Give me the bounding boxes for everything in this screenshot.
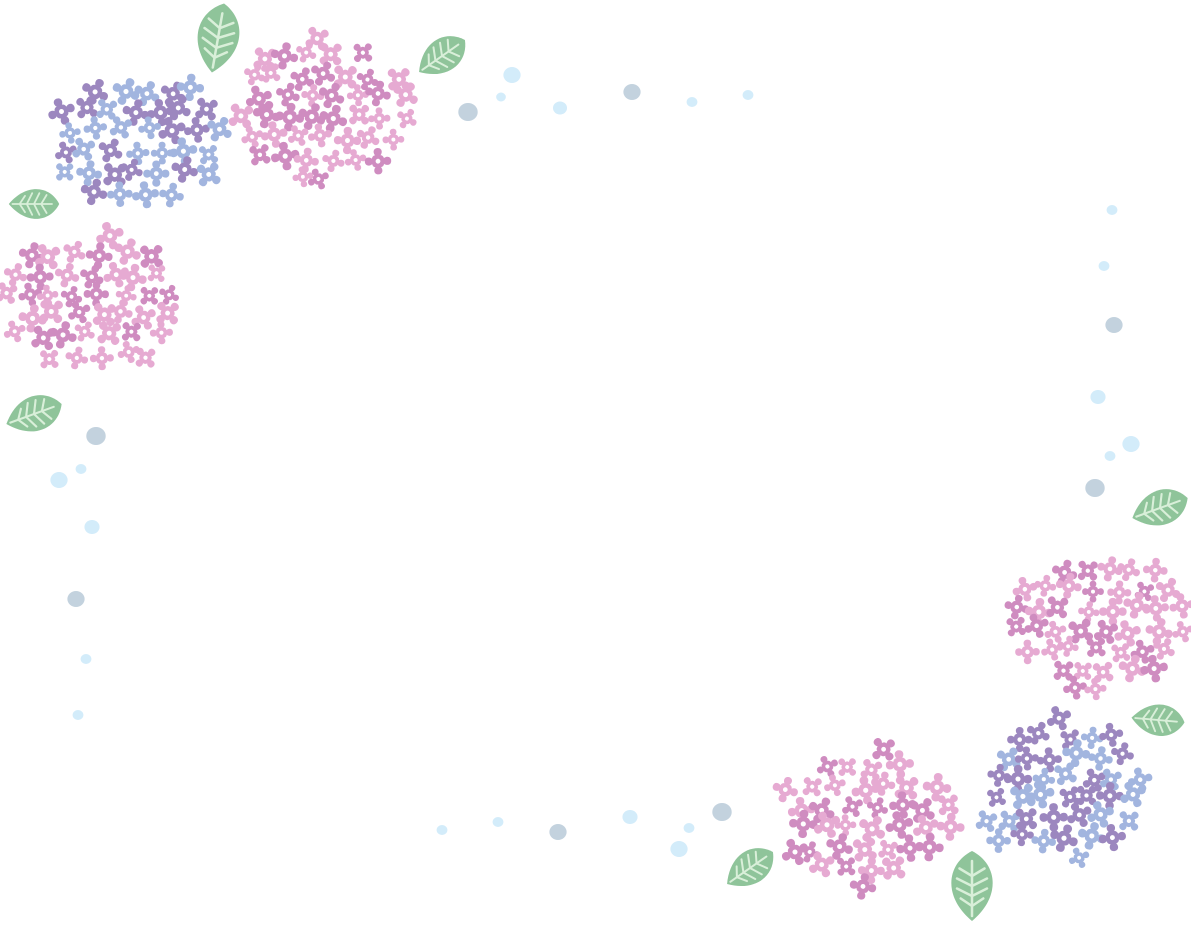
floret [1070, 553, 1105, 588]
floret [182, 115, 212, 145]
floret [1060, 737, 1092, 769]
raindrop-icon [492, 817, 504, 827]
raindrop-icon [503, 67, 521, 83]
floret [1042, 701, 1076, 736]
floret [1032, 572, 1059, 599]
floret [192, 138, 225, 171]
raindrop-icon [1104, 451, 1116, 461]
raindrop-icon [80, 654, 92, 664]
leaf-icon [190, 0, 246, 78]
raindrop-icon [67, 591, 85, 607]
raindrop-icon [1122, 436, 1140, 452]
floret [49, 156, 80, 187]
hydrangea-cluster-icon [970, 701, 1156, 872]
hydrangea-cluster-icon [0, 217, 187, 375]
raindrop-icon [712, 803, 732, 821]
floret [812, 751, 843, 782]
leaf-icon [408, 25, 476, 87]
floret [1097, 720, 1126, 750]
leaf-icon [950, 849, 994, 923]
floret [1083, 676, 1108, 702]
floret [149, 320, 174, 345]
raindrop-icon [552, 101, 568, 115]
raindrop-icon [549, 824, 567, 840]
floret [914, 831, 945, 863]
floret [273, 101, 306, 134]
floret [82, 114, 109, 142]
raindrop-icon [436, 825, 448, 835]
raindrop-icon [623, 84, 641, 100]
hydrangea-clusters [0, 20, 1191, 903]
leaf-icon [7, 188, 61, 220]
raindrop-icon [686, 97, 698, 107]
floret [156, 180, 187, 210]
hydrangea-cluster-icon [769, 730, 966, 903]
leaf-icon [1125, 480, 1191, 536]
leaf-icon [716, 837, 784, 899]
raindrop-icon [75, 464, 87, 474]
raindrop-icon [670, 841, 688, 857]
floret [831, 751, 863, 783]
raindrop-icon [1098, 261, 1110, 271]
floret [75, 260, 109, 294]
floret [106, 180, 134, 208]
leaf-icon [1129, 701, 1187, 739]
raindrops [50, 67, 1140, 857]
floret [935, 811, 966, 842]
floret [392, 103, 422, 134]
hydrangea-cluster-icon [1000, 553, 1191, 702]
raindrop-icon [86, 427, 106, 445]
floret [62, 343, 91, 373]
raindrop-icon [84, 520, 100, 534]
floret [0, 316, 30, 347]
floret [1141, 556, 1169, 584]
floret [981, 782, 1012, 813]
floret [43, 93, 80, 130]
raindrop-icon [1106, 205, 1118, 215]
raindrop-icon [458, 103, 478, 121]
raindrop-icon [742, 90, 754, 100]
raindrop-icon [1105, 317, 1123, 333]
floret [1037, 635, 1067, 664]
hydrangea-cluster-icon [221, 20, 425, 194]
floret [820, 771, 849, 800]
raindrop-icon [50, 472, 68, 488]
floret [382, 128, 405, 151]
floret [1009, 573, 1041, 605]
floret [58, 235, 91, 268]
floret [1082, 580, 1104, 603]
hydrangea-cluster-icon [43, 72, 238, 211]
floret [346, 36, 379, 69]
raindrop-icon [72, 710, 84, 720]
leaf-icon [0, 386, 69, 442]
floret [89, 345, 115, 371]
raindrop-icon [1090, 390, 1106, 404]
raindrop-icon [622, 810, 638, 824]
raindrop-icon [1085, 479, 1105, 497]
floret [364, 147, 392, 175]
floret [1014, 639, 1041, 665]
raindrop-icon [683, 823, 695, 833]
floret [167, 152, 202, 187]
raindrop-icon [496, 92, 506, 102]
floret [242, 137, 277, 172]
